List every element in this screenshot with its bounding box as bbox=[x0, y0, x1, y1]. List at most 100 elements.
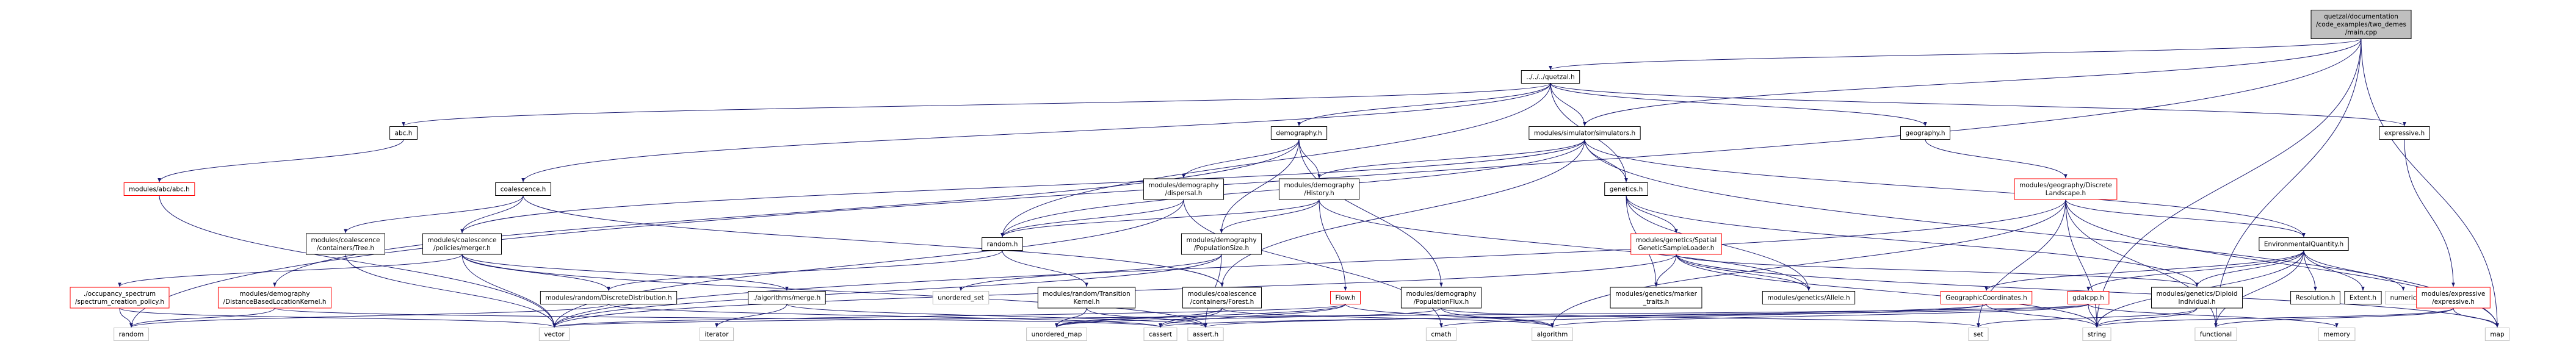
node-box bbox=[422, 233, 502, 255]
node-label: gdalcpp.h bbox=[2072, 295, 2104, 302]
node-box bbox=[1940, 291, 2033, 304]
node-gdalcpp[interactable]: gdalcpp.h bbox=[2067, 291, 2110, 304]
node-geographic-coordinates[interactable]: GeographicCoordinates.h bbox=[1940, 291, 2033, 304]
node-root[interactable]: quetzal/documentation/code_examples/two_… bbox=[2310, 10, 2412, 39]
node-label: genetics.h bbox=[1610, 186, 1643, 193]
edge-simulators-to-merger bbox=[460, 139, 1585, 234]
node-functional[interactable]: functional bbox=[2194, 328, 2237, 341]
node-label: _traits.h bbox=[1643, 298, 1670, 306]
node-box bbox=[70, 287, 170, 309]
edge-quetzal-to-simulators bbox=[1550, 83, 1586, 126]
edge-random-to-transition-kernel bbox=[1002, 250, 1088, 287]
node-set[interactable]: set bbox=[1968, 328, 1989, 341]
node-label: set bbox=[1974, 331, 1983, 339]
node-flow[interactable]: Flow.h bbox=[1330, 291, 1361, 304]
edge-modules-abc-to-vector bbox=[159, 195, 556, 328]
node-simulators[interactable]: modules/simulator/simulators.h bbox=[1529, 126, 1641, 140]
node-forest[interactable]: modules/coalescence/containers/Forest.h bbox=[1182, 287, 1262, 309]
node-label: Resolution.h bbox=[2296, 295, 2335, 302]
node-memory[interactable]: memory bbox=[2318, 328, 2356, 341]
node-unordered-set[interactable]: unordered_set bbox=[932, 291, 990, 304]
node-box bbox=[2014, 178, 2118, 200]
node-box bbox=[1270, 126, 1328, 140]
node-label: GeographicCoordinates.h bbox=[1945, 295, 2027, 302]
edge-forest-to-algorithm bbox=[1221, 307, 1554, 328]
node-label: modules/coalescence bbox=[1188, 290, 1257, 298]
edge-discrete-landscape-to-environmental-quantity bbox=[2065, 199, 2306, 237]
node-geography[interactable]: geography.h bbox=[1900, 126, 1950, 140]
node-box bbox=[1630, 233, 1722, 255]
node-marker-traits[interactable]: modules/genetics/marker_traits.h bbox=[1610, 287, 1702, 309]
node-coalescence[interactable]: coalescence.h bbox=[495, 182, 551, 196]
node-numeric[interactable]: numeric bbox=[2384, 291, 2422, 304]
node-label: modules/demography bbox=[1148, 182, 1218, 189]
node-population-size[interactable]: modules/demography/PopulationSize.h bbox=[1181, 233, 1262, 255]
edge-root-to-functional bbox=[2214, 38, 2362, 328]
node-label: /History.h bbox=[1304, 190, 1334, 197]
node-merger[interactable]: modules/coalescence/policies/merger.h bbox=[422, 233, 502, 255]
edge-geographic-coordinates-to-string bbox=[1986, 304, 2099, 328]
node-box bbox=[123, 182, 195, 196]
node-label: Kernel.h bbox=[1074, 298, 1100, 306]
node-tree[interactable]: modules/coalescence/containers/Tree.h bbox=[306, 233, 385, 255]
node-box bbox=[748, 291, 826, 304]
node-label: Individual.h bbox=[2178, 298, 2215, 306]
node-distance-kernel[interactable]: modules/demography/DistanceBasedLocation… bbox=[217, 287, 332, 309]
node-iterator[interactable]: iterator bbox=[699, 328, 734, 341]
node-population-flux[interactable]: modules/demography/PopulationFlux.h bbox=[1400, 287, 1482, 309]
node-vector[interactable]: vector bbox=[538, 328, 570, 341]
node-label: modules/geography/Discrete bbox=[2019, 182, 2112, 189]
node-box bbox=[2151, 287, 2243, 309]
node-label: modules/genetics/Diploid bbox=[2156, 290, 2237, 298]
edge-history-to-flow bbox=[1319, 199, 1347, 291]
node-expressive[interactable]: expressive.h bbox=[2379, 126, 2430, 140]
edge-simulators-to-forest bbox=[1220, 139, 1585, 287]
node-algorithm[interactable]: algorithm bbox=[1532, 328, 1573, 341]
node-random-std[interactable]: random bbox=[114, 328, 149, 341]
node-history[interactable]: modules/demography/History.h bbox=[1278, 178, 1360, 200]
node-label: coalescence.h bbox=[501, 186, 546, 193]
node-cassert[interactable]: cassert bbox=[1143, 328, 1178, 341]
node-label: ./occupancy_spectrum bbox=[84, 290, 156, 298]
edge-demography-to-population-flux bbox=[1298, 139, 1443, 287]
edge-population-flux-to-set bbox=[1441, 307, 1980, 328]
edge-merger-to-vector bbox=[461, 254, 556, 328]
edge-environmental-quantity-to-functional bbox=[2214, 250, 2304, 328]
node-demography[interactable]: demography.h bbox=[1270, 126, 1328, 140]
node-discrete-distribution[interactable]: modules/random/DiscreteDistribution.h bbox=[540, 291, 678, 304]
edge-merger-to-discrete-distribution bbox=[461, 254, 610, 291]
node-box bbox=[1900, 126, 1950, 140]
edge-discrete-landscape-to-set bbox=[1977, 199, 2066, 328]
node-box bbox=[1330, 291, 1361, 304]
node-abc[interactable]: abc.h bbox=[389, 126, 418, 140]
edge-discrete-landscape-to-string bbox=[2065, 199, 2099, 328]
node-modules-abc[interactable]: modules/abc/abc.h bbox=[123, 182, 195, 196]
node-random[interactable]: random.h bbox=[982, 237, 1023, 251]
node-environmental-quantity[interactable]: EnvironmentalQuantity.h bbox=[2259, 237, 2349, 251]
node-cmath[interactable]: cmath bbox=[1425, 328, 1457, 341]
node-genetics[interactable]: genetics.h bbox=[1604, 182, 1648, 196]
node-assert-h[interactable]: assert.h bbox=[1187, 328, 1224, 341]
edge-population-size-to-vector bbox=[552, 254, 1222, 328]
node-resolution[interactable]: Resolution.h bbox=[2290, 291, 2340, 304]
node-dispersal[interactable]: modules/demography/dispersal.h bbox=[1143, 178, 1225, 200]
node-label: modules/genetics/marker bbox=[1615, 290, 1698, 298]
node-map[interactable]: map bbox=[2484, 328, 2510, 341]
node-expressive-module[interactable]: modules/expressive/expressive.h bbox=[2416, 287, 2491, 309]
edge-population-flux-to-algorithm bbox=[1441, 307, 1554, 328]
node-box bbox=[1400, 287, 1482, 309]
node-occupancy-spectrum[interactable]: ./occupancy_spectrum/spectrum_creation_p… bbox=[70, 287, 170, 309]
node-allele[interactable]: modules/genetics/Allele.h bbox=[1762, 291, 1856, 304]
node-label: geography.h bbox=[1906, 130, 1945, 137]
node-quetzal[interactable]: ../../../quetzal.h bbox=[1521, 70, 1580, 84]
node-unordered-map[interactable]: unordered_map bbox=[1026, 328, 1087, 341]
edge-population-flux-to-unordered-map bbox=[1055, 307, 1442, 328]
node-extent[interactable]: Extent.h bbox=[2344, 291, 2382, 304]
node-spatial-sample-loader[interactable]: modules/genetics/SpatialGeneticSampleLoa… bbox=[1630, 233, 1722, 255]
node-label: /PopulationFlux.h bbox=[1414, 298, 1469, 306]
node-algorithms-merge[interactable]: ./algorithms/merge.h bbox=[748, 291, 826, 304]
node-string[interactable]: string bbox=[2082, 328, 2111, 341]
